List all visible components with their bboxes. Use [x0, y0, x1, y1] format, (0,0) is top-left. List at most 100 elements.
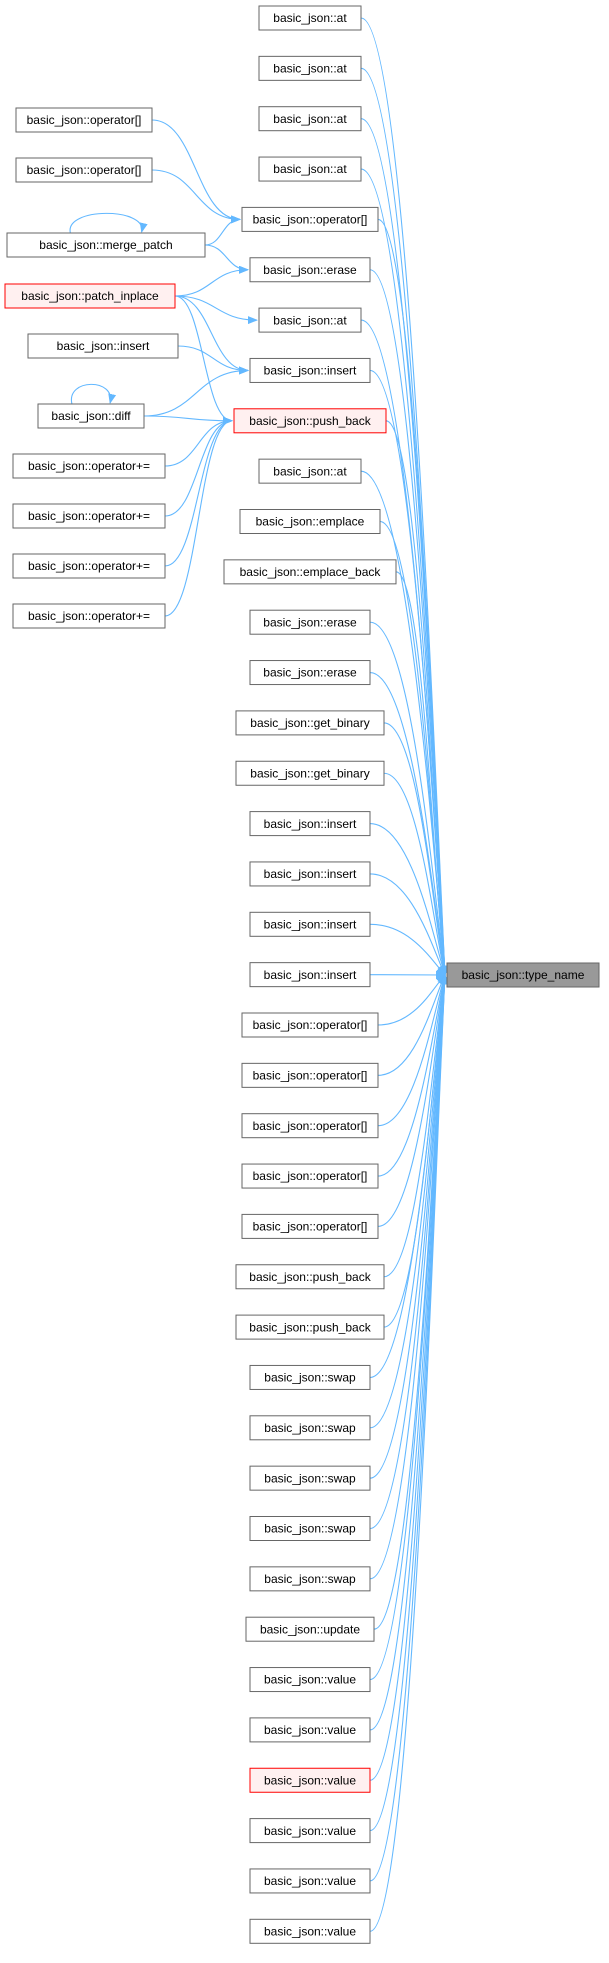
second-level-node-box [12, 453, 166, 479]
second-level-node[interactable]: basic_json::diff [37, 403, 145, 429]
caller-node-label: basic_json::emplace [256, 515, 365, 529]
edge-to-target [383, 722, 448, 976]
second-level-node-label: basic_json::operator+= [28, 509, 150, 523]
caller-node-label: basic_json::erase [263, 615, 357, 629]
second-level-node[interactable]: basic_json::operator[] [15, 107, 153, 133]
caller-node[interactable]: basic_json::swap [249, 1465, 371, 1491]
caller-node-label: basic_json::operator[] [253, 1169, 368, 1183]
caller-node[interactable]: basic_json::swap [249, 1415, 371, 1441]
caller-node[interactable]: basic_json::insert [249, 911, 371, 937]
caller-node-label: basic_json::operator[] [253, 1069, 368, 1083]
second-level-node[interactable]: basic_json::patch_inplace [4, 283, 176, 309]
caller-node[interactable]: basic_json::operator[] [241, 1213, 379, 1239]
caller-node[interactable]: basic_json::at [258, 458, 362, 484]
caller-node[interactable]: basic_json::get_binary [235, 760, 385, 786]
caller-node[interactable]: basic_json::operator[] [241, 1163, 379, 1189]
caller-node[interactable]: basic_json::update [245, 1616, 375, 1642]
caller-node[interactable]: basic_json::insert [249, 861, 371, 887]
second-level-node-box [37, 403, 145, 429]
caller-node-box [235, 710, 385, 736]
caller-node[interactable]: basic_json::operator[] [241, 206, 379, 232]
caller-node-box [245, 1616, 375, 1642]
edge-to-target [383, 772, 447, 976]
caller-node[interactable]: basic_json::value [249, 1918, 371, 1944]
caller-node-box [258, 55, 362, 81]
edge-to-target [383, 974, 448, 1278]
caller-node[interactable]: basic_json::swap [249, 1566, 371, 1592]
caller-node-label: basic_json::erase [263, 666, 357, 680]
caller-node[interactable]: basic_json::value [249, 1818, 371, 1844]
caller-node[interactable]: basic_json::at [258, 106, 362, 132]
caller-node-box [249, 1516, 371, 1541]
target-node[interactable]: basic_json::type_name [446, 962, 600, 988]
caller-node[interactable]: basic_json::swap [249, 1516, 371, 1541]
edge-to-target [369, 974, 449, 1731]
edge-second-level [174, 265, 249, 297]
second-level-node-label: basic_json::operator+= [28, 559, 150, 573]
caller-node-box [249, 660, 371, 686]
caller-node-label: basic_json::at [273, 313, 347, 327]
caller-node[interactable]: basic_json::erase [249, 257, 371, 283]
edge-second-level [164, 416, 233, 567]
second-level-node-label: basic_json::merge_patch [39, 238, 172, 252]
caller-node[interactable]: basic_json::at [258, 156, 362, 182]
second-level-node[interactable]: basic_json::insert [27, 333, 179, 359]
caller-node[interactable]: basic_json::emplace [239, 509, 381, 534]
caller-node[interactable]: basic_json::value [249, 1868, 371, 1894]
edge-second-level [177, 345, 249, 375]
caller-node[interactable]: basic_json::operator[] [241, 1113, 379, 1139]
second-level-node[interactable]: basic_json::operator+= [12, 453, 166, 479]
caller-node-label: basic_json::value [264, 1673, 356, 1687]
caller-node-box [249, 1415, 371, 1441]
edge-to-target [360, 118, 449, 976]
second-level-node[interactable]: basic_json::operator+= [12, 603, 166, 629]
caller-node[interactable]: basic_json::get_binary [235, 710, 385, 736]
caller-node[interactable]: basic_json::erase [249, 660, 371, 686]
caller-node[interactable]: basic_json::at [258, 55, 362, 81]
caller-node[interactable]: basic_json::push_back [235, 1264, 385, 1290]
caller-node[interactable]: basic_json::push_back [233, 408, 387, 434]
caller-node[interactable]: basic_json::swap [249, 1364, 371, 1390]
second-level-node[interactable]: basic_json::merge_patch [6, 232, 206, 258]
caller-node[interactable]: basic_json::insert [249, 357, 371, 383]
caller-node-label: basic_json::swap [264, 1371, 356, 1385]
caller-node[interactable]: basic_json::emplace_back [223, 559, 397, 585]
caller-node[interactable]: basic_json::value [249, 1717, 371, 1743]
edge-second-level [151, 119, 241, 224]
caller-node-label: basic_json::at [273, 11, 347, 25]
second-level-node[interactable]: basic_json::operator+= [12, 503, 166, 529]
edge-to-target [395, 571, 448, 976]
edge-second-level [174, 295, 233, 425]
caller-node[interactable]: basic_json::insert [249, 962, 371, 988]
caller-node[interactable]: basic_json::operator[] [241, 1062, 379, 1088]
caller-node[interactable]: basic_json::erase [249, 609, 371, 635]
edge-to-target [369, 974, 449, 1530]
caller-node[interactable]: basic_json::value [249, 1667, 371, 1693]
caller-node-label: basic_json::operator[] [253, 213, 368, 227]
caller-node-box [223, 559, 397, 585]
caller-node-label: basic_json::erase [263, 263, 357, 277]
caller-node[interactable]: basic_json::push_back [235, 1314, 385, 1340]
caller-node-box [258, 307, 362, 333]
edge-second-level [164, 416, 233, 517]
caller-node-box [235, 1314, 385, 1340]
caller-node-box [241, 1062, 379, 1088]
caller-node-box [249, 861, 371, 887]
caller-node[interactable]: basic_json::value [249, 1767, 371, 1793]
edge-to-target [369, 269, 449, 976]
edge-to-target [369, 974, 448, 1378]
edge-to-target [377, 974, 447, 1177]
second-level-node[interactable]: basic_json::operator[] [15, 157, 153, 183]
caller-node[interactable]: basic_json::at [258, 5, 362, 31]
caller-node[interactable]: basic_json::operator[] [241, 1012, 379, 1038]
caller-node-box [249, 1767, 371, 1793]
caller-node-label: basic_json::operator[] [253, 1119, 368, 1133]
edges-layer [69, 17, 449, 1932]
caller-node-label: basic_json::insert [264, 917, 357, 931]
second-level-node[interactable]: basic_json::operator+= [12, 553, 166, 579]
caller-node[interactable]: basic_json::at [258, 307, 362, 333]
edge-to-target [377, 974, 448, 1227]
caller-node-box [249, 1818, 371, 1844]
caller-node-label: basic_json::get_binary [250, 766, 369, 780]
caller-node[interactable]: basic_json::insert [249, 811, 371, 837]
